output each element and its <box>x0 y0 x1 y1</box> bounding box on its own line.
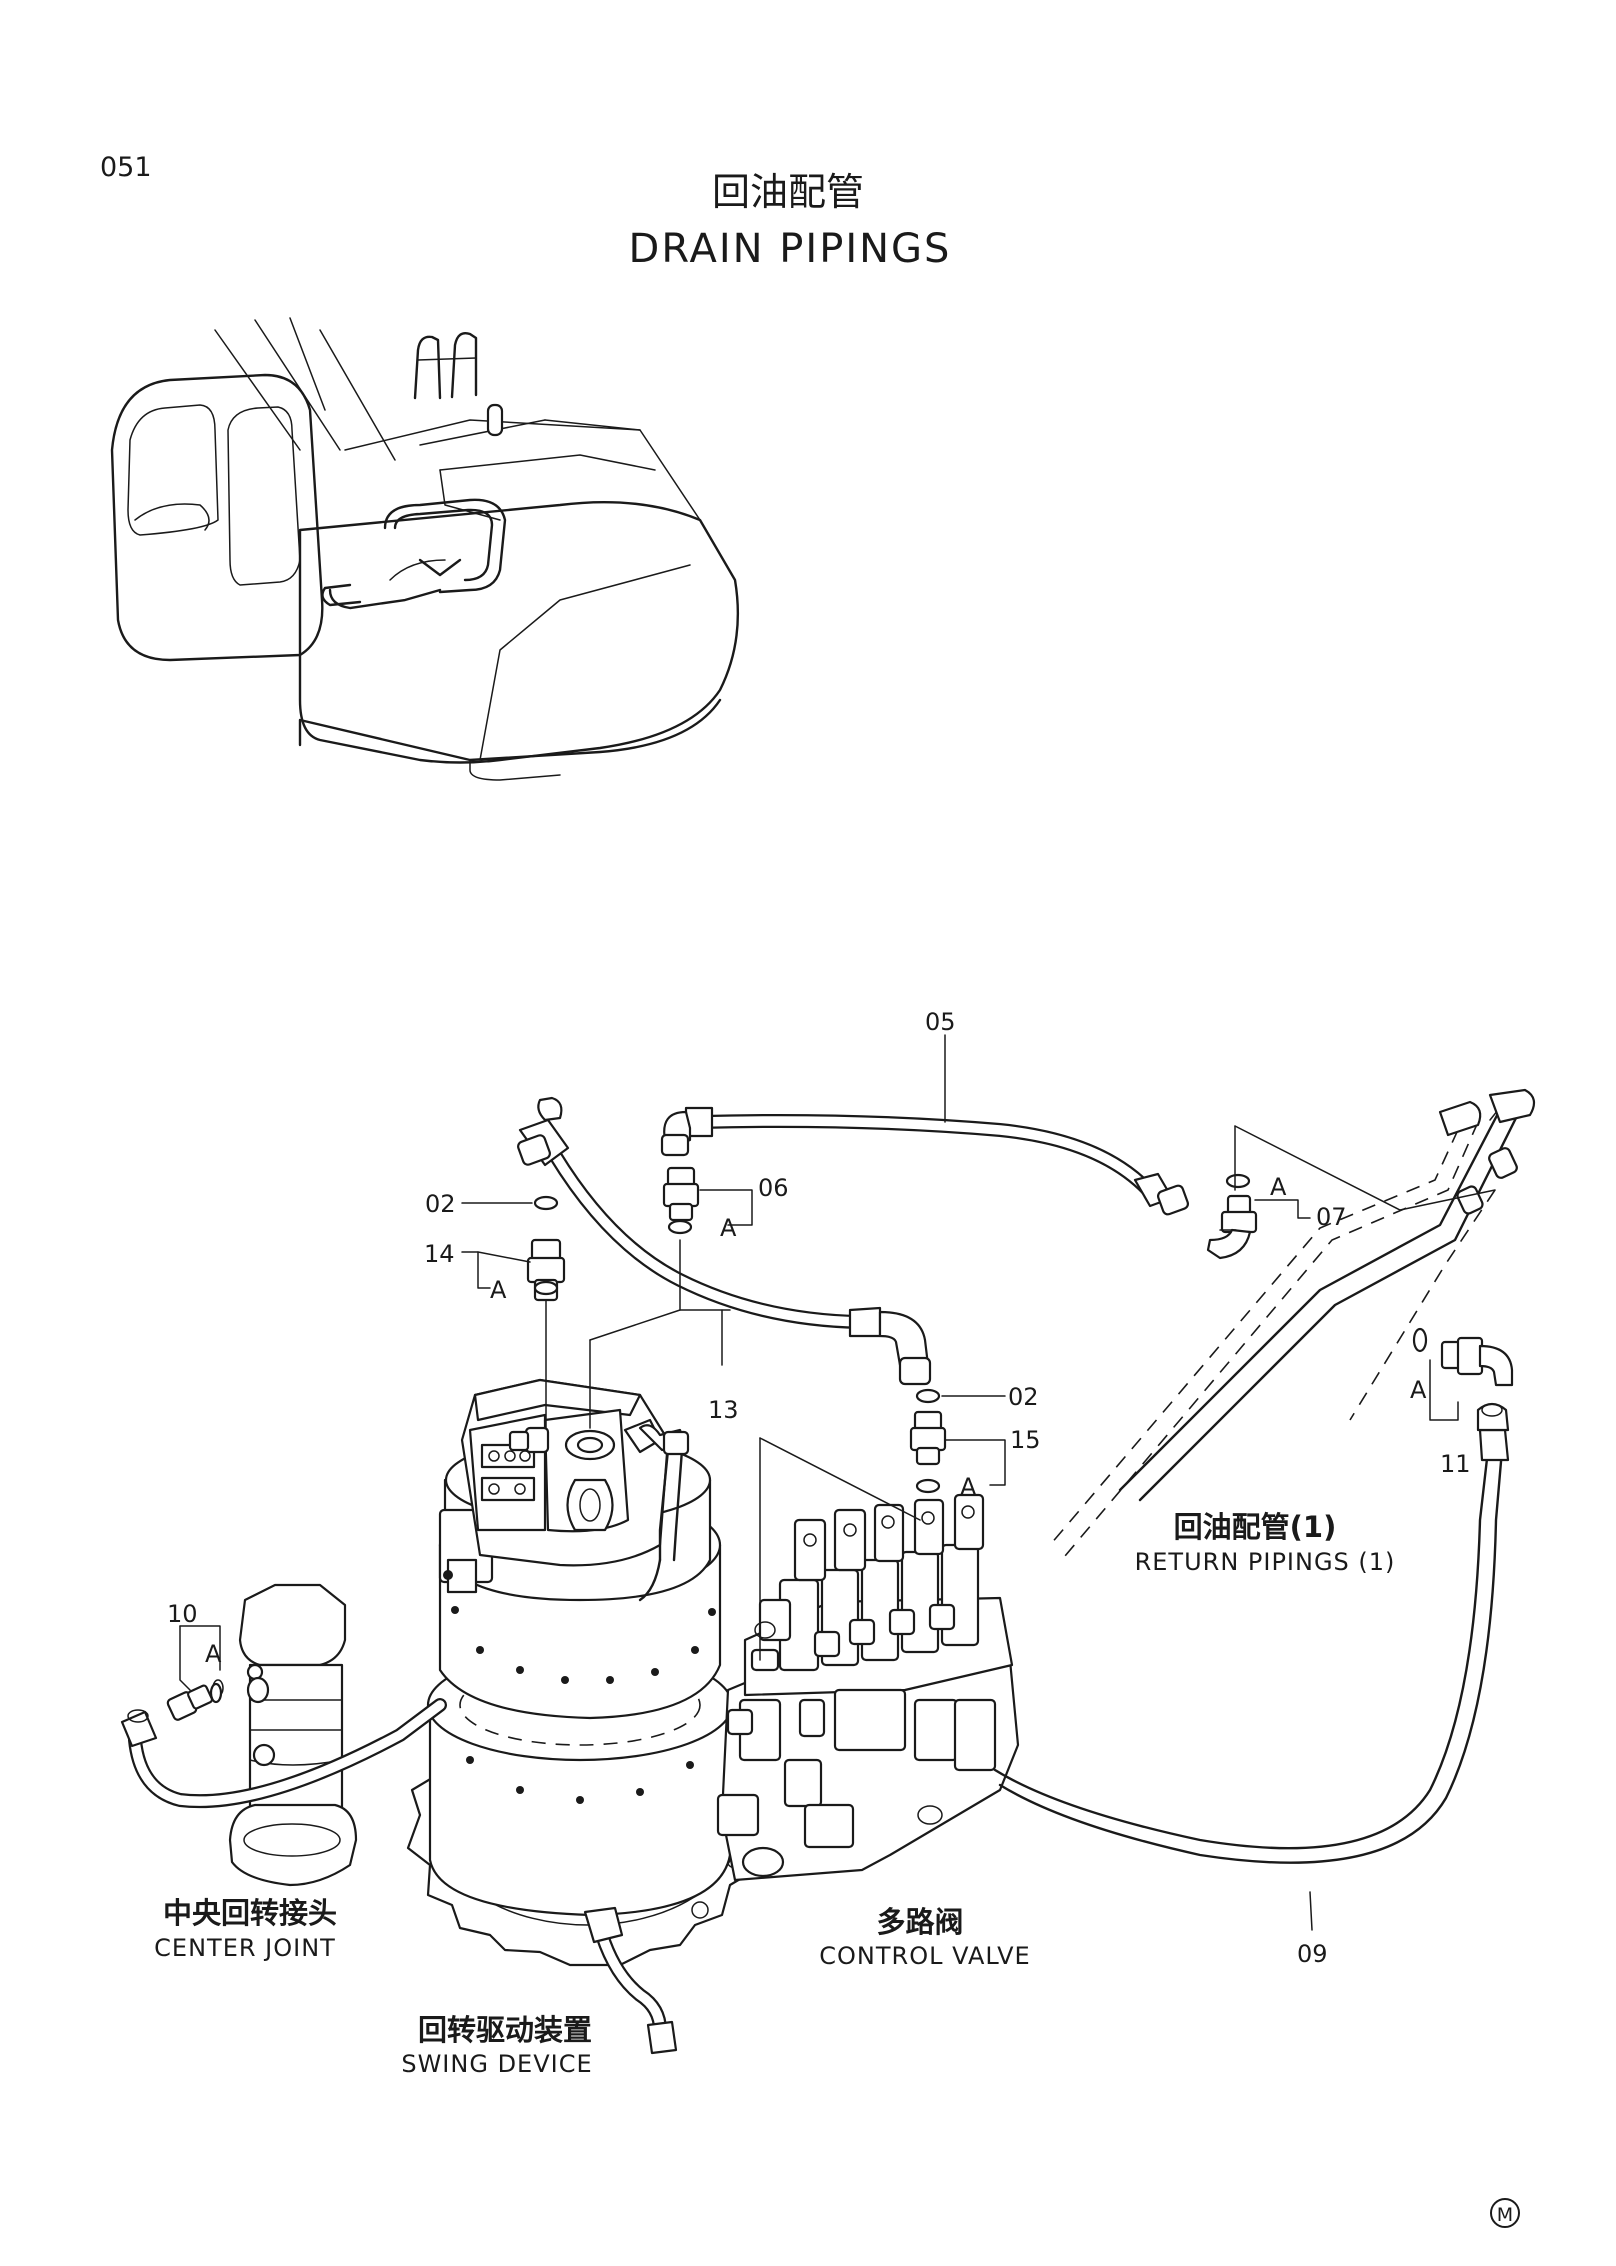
label-swing-device-zh: 回转驱动装置 <box>418 2013 592 2047</box>
callout-14: 14 <box>424 1240 455 1268</box>
title-chinese: 回油配管 <box>712 170 864 214</box>
control-valve-illustration <box>716 1493 1020 1882</box>
callout-05: 05 <box>925 1008 956 1036</box>
callout-a-15: A <box>960 1473 977 1501</box>
fittings <box>209 1166 1514 1704</box>
hose-10 <box>120 1698 447 1809</box>
hose-09 <box>993 1402 1510 1864</box>
o-ring-02-top <box>533 1195 559 1211</box>
label-control-valve-en: CONTROL VALVE <box>819 1942 1030 1970</box>
return-pipings-1-outline <box>1049 1088 1536 1557</box>
label-return-pipings-zh: 回油配管(1) <box>1174 1510 1337 1544</box>
callout-15: 15 <box>1010 1426 1041 1454</box>
label-center-joint-en: CENTER JOINT <box>154 1934 336 1962</box>
mark-letter: M <box>1497 2204 1513 2226</box>
callout-numbers: 05 06 07 02 02 14 13 15 10 11 09 A A A A… <box>167 1008 1471 1968</box>
adapter-06 <box>662 1166 700 1222</box>
callout-a-06: A <box>720 1214 737 1242</box>
callout-06: 06 <box>758 1174 789 1202</box>
callout-02-right: 02 <box>1008 1383 1039 1411</box>
page-number: 051 <box>100 152 152 183</box>
swing-device-illustration <box>406 1378 762 2055</box>
excavator-overview-illustration <box>110 317 740 781</box>
label-control-valve-zh: 多路阀 <box>876 1905 963 1939</box>
hose-05 <box>660 1106 1190 1216</box>
callout-07: 07 <box>1316 1203 1347 1231</box>
elbow-11 <box>1440 1336 1514 1387</box>
center-joint-illustration <box>166 1583 358 1887</box>
circled-m-mark: M <box>1490 2198 1520 2228</box>
callout-a-07: A <box>1270 1173 1287 1201</box>
leader-lines <box>179 1034 1496 1931</box>
label-center-joint-zh: 中央回转接头 <box>163 1896 337 1930</box>
callout-a-10: A <box>205 1640 222 1668</box>
callout-11: 11 <box>1440 1450 1471 1478</box>
title-english: DRAIN PIPINGS <box>629 226 952 272</box>
callout-13: 13 <box>708 1396 739 1424</box>
adapter-15 <box>909 1410 947 1466</box>
label-return-pipings-en: RETURN PIPINGS (1) <box>1135 1548 1396 1576</box>
callout-a-11: A <box>1410 1376 1427 1404</box>
callout-a-14: A <box>490 1276 507 1304</box>
component-labels: 回油配管(1) RETURN PIPINGS (1) 中央回转接头 CENTER… <box>154 1510 1396 2078</box>
callout-10: 10 <box>167 1600 198 1628</box>
callout-09: 09 <box>1297 1940 1328 1968</box>
callout-02-top: 02 <box>425 1190 456 1218</box>
label-swing-device-en: SWING DEVICE <box>401 2050 592 2078</box>
elbow-07 <box>1206 1194 1258 1260</box>
